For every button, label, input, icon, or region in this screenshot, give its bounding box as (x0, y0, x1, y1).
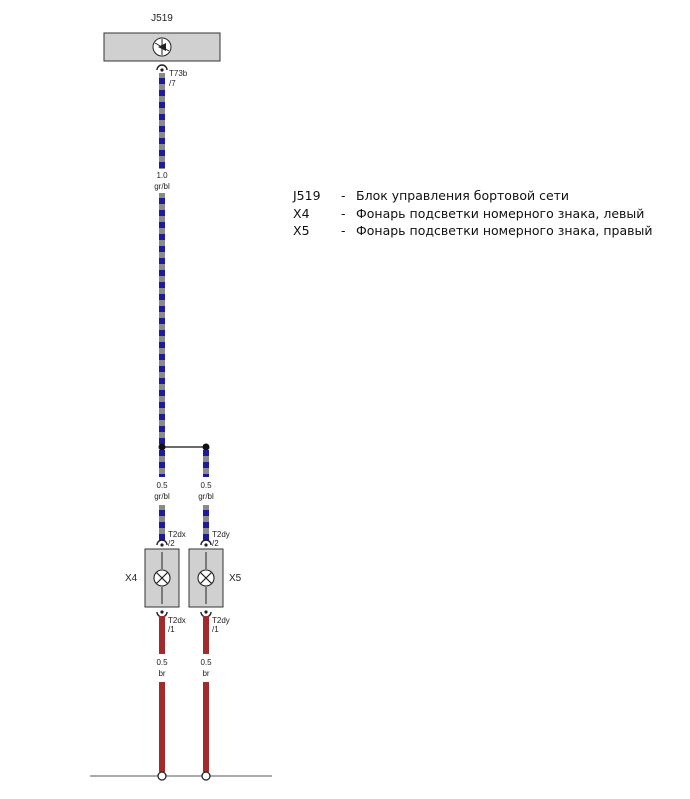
ground-terminal-left (157, 771, 167, 781)
ground-wire-right-lower[interactable] (203, 682, 209, 772)
connector-x5-top-label: T2dy (212, 530, 230, 539)
pin-x5-top-label: /2 (212, 539, 219, 548)
ground-right-size: 0.5 (200, 658, 212, 667)
pin-label-j519: /7 (169, 79, 176, 88)
pin-x4-top-label: /2 (168, 539, 175, 548)
ground-wire-right-upper[interactable] (203, 616, 209, 654)
branch-right-color: gr/bl (198, 492, 214, 501)
legend-code: X5 (293, 223, 310, 239)
pin-x5-bottom-label: /1 (212, 625, 219, 634)
junction-dot-right (202, 443, 210, 451)
branch-wire-left-mid[interactable] (159, 505, 165, 541)
lamp-x4-label: X4 (125, 573, 138, 584)
legend-row: J519 - Блок управления бортовой сети (293, 187, 652, 205)
ground-wire-left-lower[interactable] (159, 682, 165, 772)
legend-code: J519 (293, 188, 321, 204)
legend-dash: - (341, 205, 346, 221)
legend-desc: Фонарь подсветки номерного знака, левый (356, 205, 645, 221)
connector-x5-bottom-label: T2dy (212, 616, 230, 625)
control-unit-icon (152, 37, 172, 57)
branch-wire-right-mid[interactable] (203, 505, 209, 541)
control-unit-label: J519 (151, 13, 173, 24)
legend-row: X5 - Фонарь подсветки номерного знака, п… (293, 222, 652, 240)
connector-pin-x5-top (200, 539, 212, 547)
ground-right-color: br (202, 669, 209, 678)
main-wire[interactable] (159, 73, 165, 169)
branch-left-size: 0.5 (156, 481, 168, 490)
connector-pin-x4-top (156, 539, 168, 547)
legend-desc: Блок управления бортовой сети (356, 188, 570, 204)
main-wire-color: gr/bl (154, 182, 170, 191)
connector-label-j519: T73b (169, 69, 188, 78)
connector-x4-top-label: T2dx (168, 530, 186, 539)
branch-wire-left-upper[interactable] (159, 450, 165, 477)
lamp-icon (153, 569, 171, 587)
legend-dash: - (341, 188, 346, 204)
ground-terminal-right (201, 771, 211, 781)
legend: J519 - Блок управления бортовой сети X4 … (293, 187, 652, 240)
legend-dash: - (341, 223, 346, 239)
legend-code: X4 (293, 205, 310, 221)
main-wire-lower[interactable] (159, 193, 165, 447)
branch-wire-right-upper[interactable] (203, 450, 209, 477)
connector-x4-bottom-label: T2dx (168, 616, 186, 625)
ground-left-size: 0.5 (156, 658, 168, 667)
pin-x4-bottom-label: /1 (168, 625, 175, 634)
ground-wire-left-upper[interactable] (159, 616, 165, 654)
main-wire-size: 1.0 (156, 171, 168, 180)
ground-left-color: br (158, 669, 165, 678)
branch-right-size: 0.5 (200, 481, 212, 490)
lamp-x5-label: X5 (229, 573, 242, 584)
branch-left-color: gr/bl (154, 492, 170, 501)
connector-pin-j519 (156, 64, 168, 72)
legend-row: X4 - Фонарь подсветки номерного знака, л… (293, 205, 652, 223)
lamp-icon (197, 569, 215, 587)
junction-dot-left (158, 443, 166, 451)
legend-desc: Фонарь подсветки номерного знака, правый (356, 223, 653, 239)
